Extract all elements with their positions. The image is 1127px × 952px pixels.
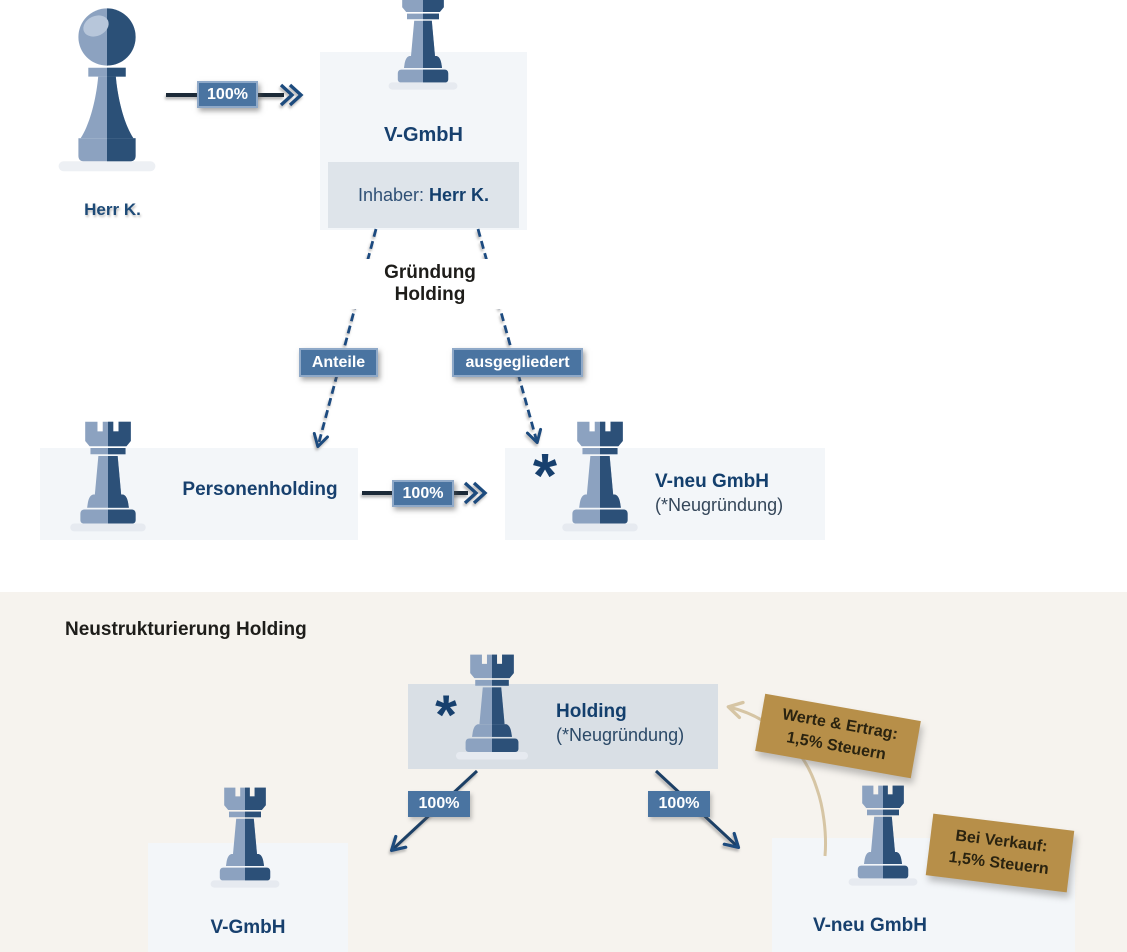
heading-neustrukturierung-holding: Neustrukturierung Holding	[65, 619, 307, 640]
holding-subtitle: (*Neugründung)	[556, 724, 685, 745]
rook-icon-personenholding	[64, 420, 152, 534]
rook-icon-v-gmbh	[383, 0, 463, 92]
v-neu-gmbh-title: V-neu GmbH	[655, 471, 770, 492]
branch-label-ausgegliedert: ausgegliedert	[452, 348, 583, 377]
inhaber-prefix: Inhaber:	[357, 184, 424, 205]
inhaber-owner-name: Herr K.	[429, 184, 490, 205]
rook-icon-v-neu-gmbh	[556, 420, 644, 534]
v-neu-gmbh-subtitle: (*Neugründung)	[655, 494, 784, 515]
personenholding-title: Personenholding	[182, 479, 338, 500]
v-gmbh-bottom-title: V-GmbH	[210, 917, 286, 938]
v-neu-gmbh-bottom-title: V-neu GmbH	[812, 915, 927, 936]
heading-gruendung-holding: Gründung Holding	[342, 259, 518, 309]
percent-badge-holding-right: 100%	[648, 791, 710, 817]
inhaber-panel: Inhaber: Herr K.	[328, 162, 519, 228]
holding-title: Holding	[556, 701, 627, 722]
percent-badge-holding-left: 100%	[408, 791, 470, 817]
pawn-icon-owner	[52, 4, 162, 180]
v-gmbh-title: V-GmbH	[384, 124, 463, 146]
percent-badge-owner: 100%	[197, 81, 258, 108]
rook-icon-v-neu-gmbh-bottom	[843, 784, 923, 888]
inhaber-text: Inhaber: Herr K.	[358, 185, 489, 206]
company-box-v-neu-gmbh	[505, 448, 825, 540]
branch-label-anteile: Anteile	[299, 348, 378, 377]
owner-label: Herr K.	[84, 200, 141, 219]
v-neu-gmbh-label: V-neu GmbH (*Neugründung)	[655, 470, 825, 516]
asterisk-marker-v-neu: *	[532, 442, 558, 511]
percent-badge-personenholding: 100%	[392, 480, 454, 507]
holding-label: Holding (*Neugründung)	[556, 700, 716, 746]
asterisk-marker-holding: *	[435, 683, 457, 746]
rook-icon-v-gmbh-bottom	[205, 786, 285, 890]
